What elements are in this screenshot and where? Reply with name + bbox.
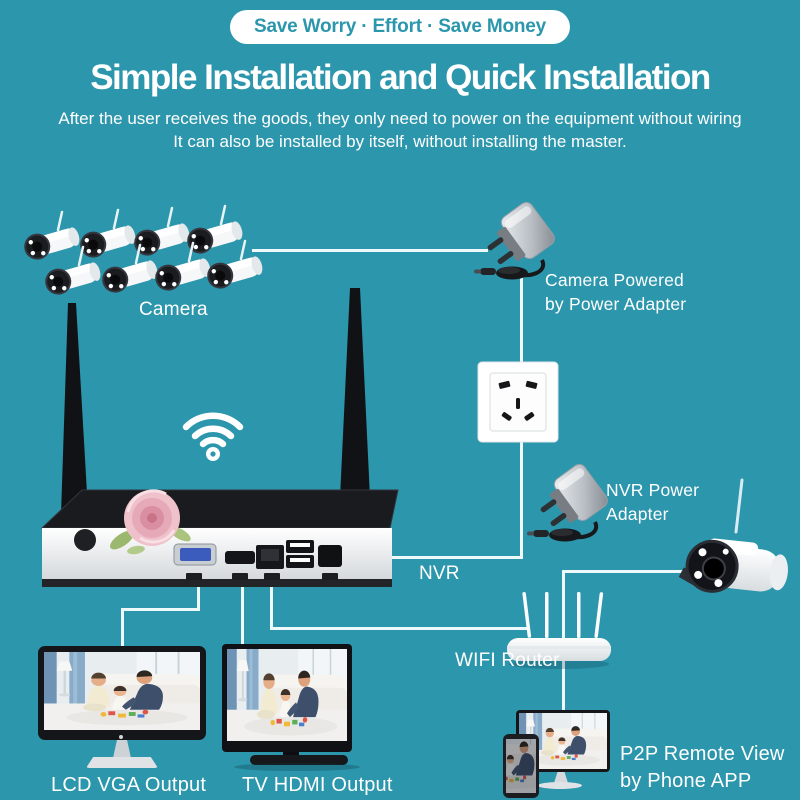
nvr-device-icon xyxy=(40,288,399,587)
p2p-stand-base xyxy=(538,782,582,789)
line-vga-1 xyxy=(197,583,200,611)
line-vga-3 xyxy=(121,608,124,648)
line-adapter-to-socket xyxy=(520,272,523,364)
line-socket-down xyxy=(520,440,523,559)
camera-power-label: Camera Powered by Power Adapter xyxy=(545,268,686,316)
lcd-stand-base xyxy=(86,757,158,768)
page-title: Simple Installation and Quick Installati… xyxy=(90,58,711,97)
wall-socket-icon xyxy=(477,361,559,443)
line-ethernet-2 xyxy=(270,627,527,630)
tv-screen xyxy=(227,649,347,741)
bullet-camera-icon xyxy=(21,210,84,263)
tv-shadow xyxy=(234,763,360,771)
p2p-line2: by Phone APP xyxy=(620,770,752,792)
nvr-label: NVR xyxy=(419,563,460,584)
wifi-signal-icon xyxy=(182,412,244,461)
bullet-camera-icon xyxy=(77,208,140,261)
line-hdmi xyxy=(241,583,244,647)
smartphone-icon xyxy=(503,734,539,798)
line-ethernet-1 xyxy=(270,583,273,630)
tv-stand-base xyxy=(250,755,348,765)
wifi-router-icon xyxy=(507,592,611,669)
tv-output-label: TV HDMI Output xyxy=(242,774,393,796)
p2p-line1: P2P Remote View xyxy=(620,743,785,765)
lcd-stand-neck xyxy=(113,740,131,758)
line-router-to-monitor xyxy=(562,658,565,713)
line-camera-to-router-1 xyxy=(563,570,688,573)
camera-power-line1: Camera Powered xyxy=(545,270,684,290)
bullet-camera-icon xyxy=(184,204,247,257)
bullet-camera-icon xyxy=(131,206,194,259)
line-cameras-to-adapter xyxy=(252,249,488,252)
line-nvr-power xyxy=(340,556,523,559)
p2p-stand-neck xyxy=(554,772,568,783)
lcd-output-label: LCD VGA Output xyxy=(51,774,207,796)
nvr-power-line2: Adapter xyxy=(606,504,669,524)
nvr-power-label: NVR Power Adapter xyxy=(606,478,699,526)
tv-stand-neck xyxy=(283,752,299,757)
phone-screen xyxy=(506,739,536,793)
wifi-router-label: WIFI Router xyxy=(455,650,560,671)
tv-icon xyxy=(222,644,352,752)
rose-watermark-icon xyxy=(110,489,191,555)
monitor-logo-dot xyxy=(119,735,123,739)
camera-power-line2: by Power Adapter xyxy=(545,294,687,314)
nvr-power-line1: NVR Power xyxy=(606,480,700,500)
camera-label: Camera xyxy=(139,299,208,320)
outdoor-camera-icon xyxy=(678,478,788,593)
p2p-label: P2P Remote View by Phone APP xyxy=(620,741,785,795)
subtitle-line-1: After the user receives the goods, they … xyxy=(58,109,742,128)
promo-banner: Save Worry · Effort · Save Money xyxy=(229,10,571,44)
line-vga-2 xyxy=(121,608,200,611)
subtitle-line-2: It can also be installed by itself, with… xyxy=(173,132,627,151)
lcd-monitor-icon xyxy=(38,646,206,740)
line-camera-to-router-2 xyxy=(562,570,565,638)
lcd-screen xyxy=(44,652,200,730)
